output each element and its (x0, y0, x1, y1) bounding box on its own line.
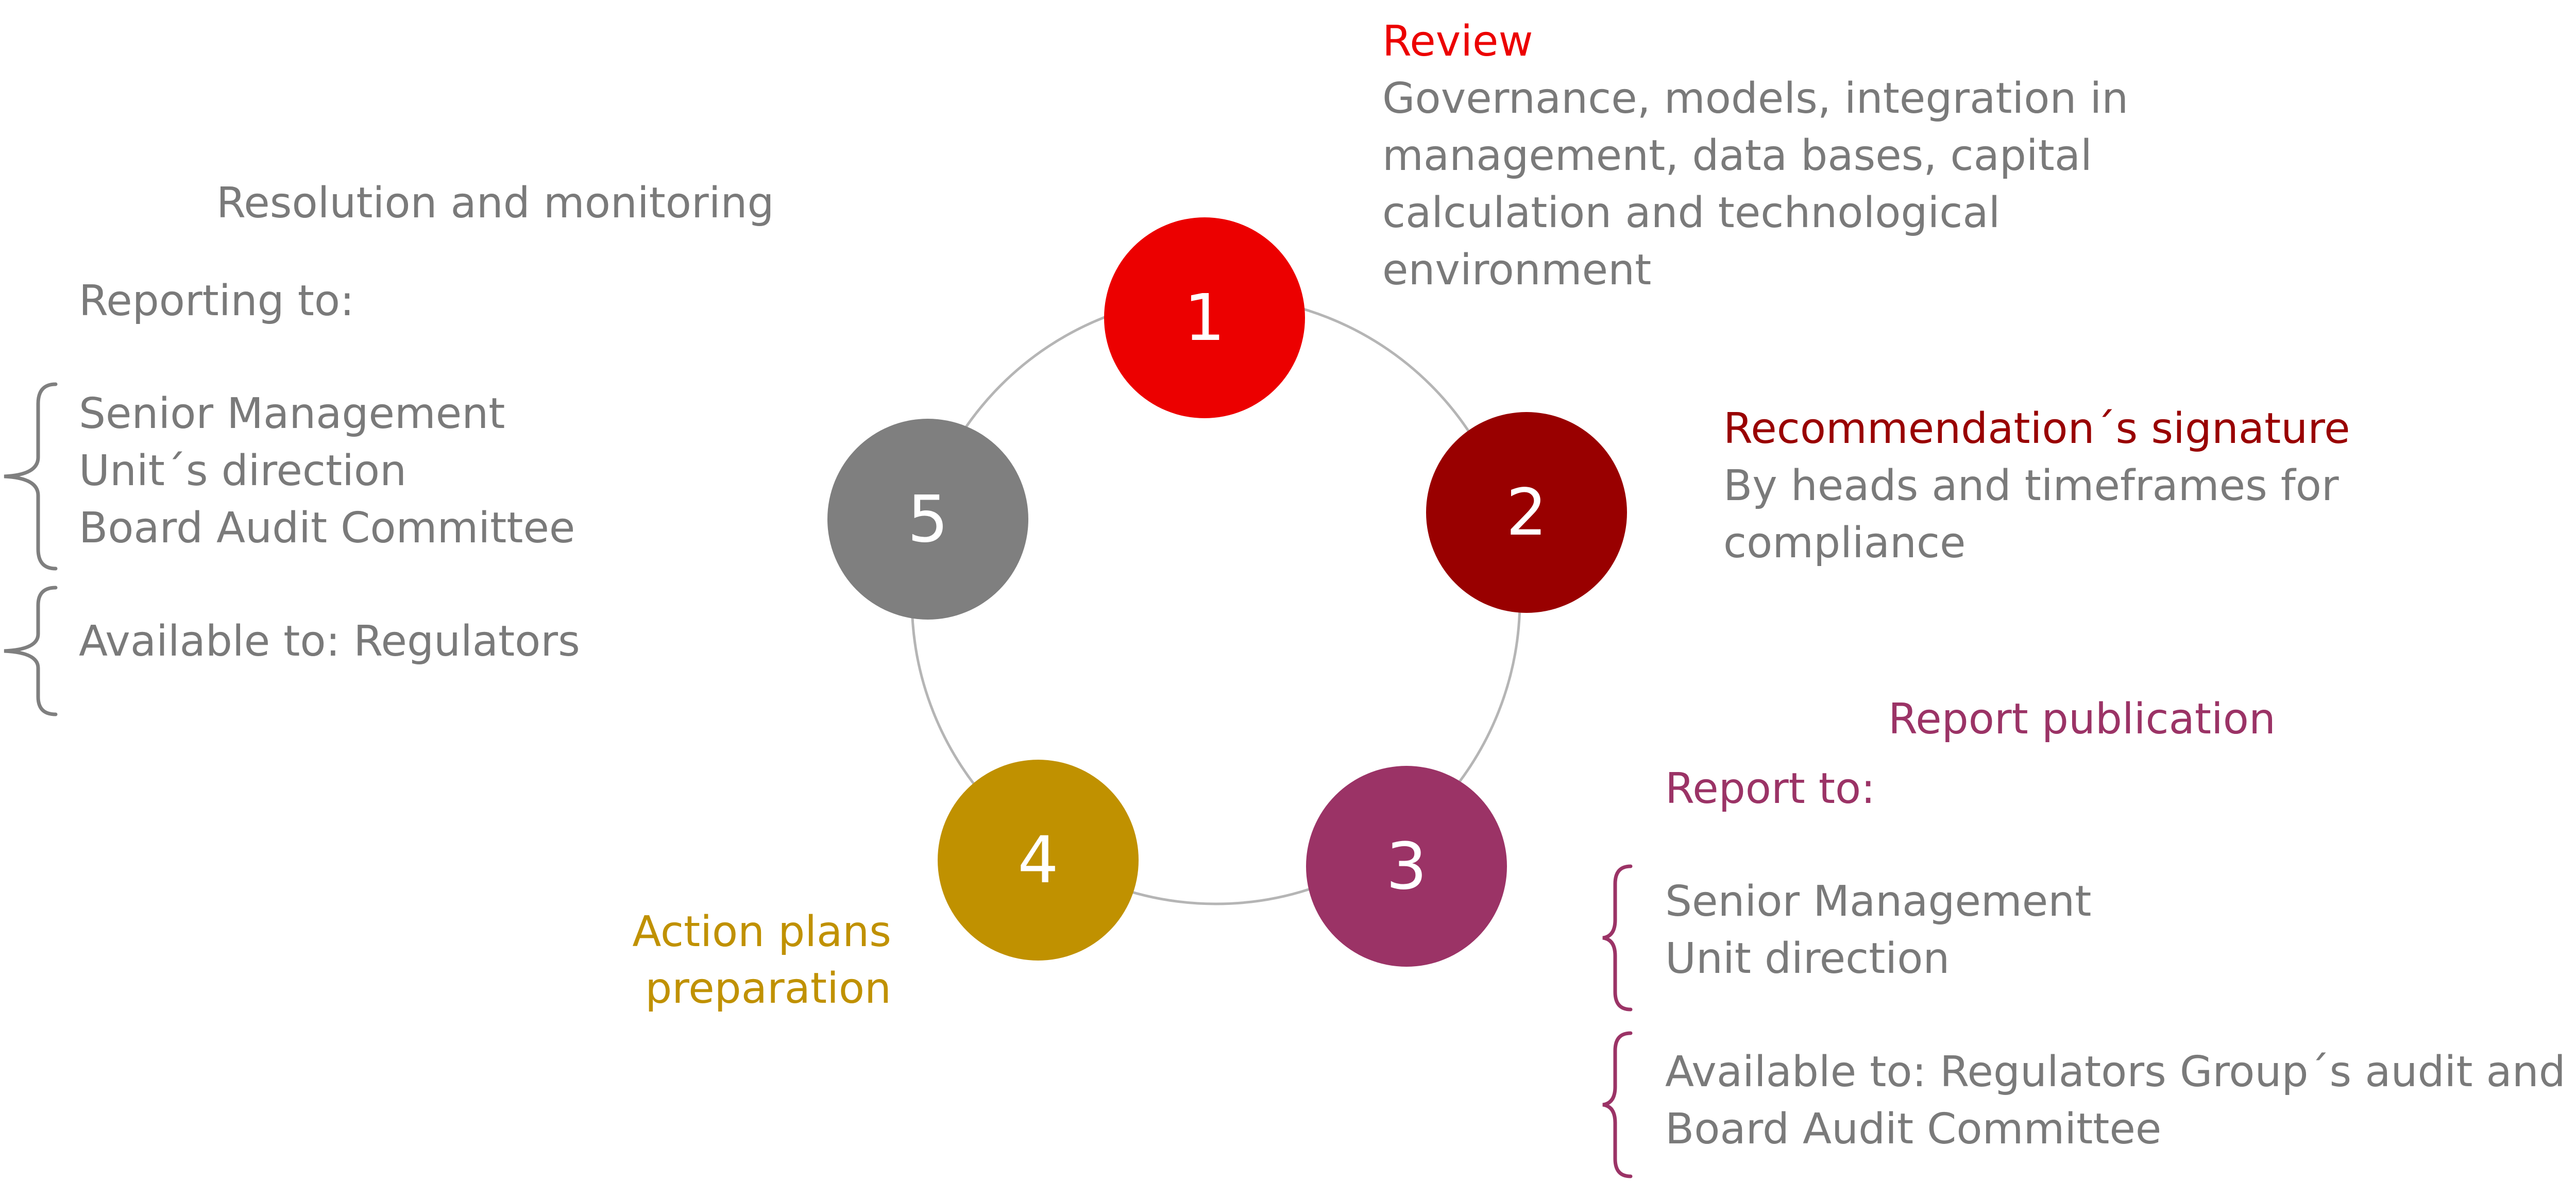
step-2-node: 2 (1426, 412, 1627, 613)
report-group1-brace (1602, 864, 1633, 1012)
action-plans-line: preparation (645, 964, 891, 1013)
review-description: Governance, models, integration in manag… (1382, 70, 2128, 299)
resolution-group1-brace (4, 382, 58, 571)
step-4-node: 4 (938, 760, 1139, 961)
step-5-number: 5 (907, 482, 948, 557)
resolution-title: Resolution and monitoring (216, 179, 774, 228)
step-3-node: 3 (1306, 766, 1507, 967)
step-4-number: 4 (1018, 823, 1059, 898)
step-5-node: 5 (827, 419, 1028, 620)
recommendation-line: compliance (1723, 519, 1966, 568)
step-2-number: 2 (1506, 475, 1547, 550)
report-group2-item: Available to: Regulators Group´s audit a… (1665, 1048, 2566, 1097)
step-1-number: 1 (1184, 280, 1225, 355)
resolution-group2: Available to: Regulators (79, 613, 580, 670)
resolution-group1-item: Unit´s direction (79, 447, 407, 495)
action-plans-line: Action plans (632, 907, 891, 956)
report-group1-item: Senior Management (1665, 877, 2092, 926)
report-group2: Available to: Regulators Group´s audit a… (1665, 1043, 2566, 1158)
step-1-node: 1 (1104, 217, 1305, 418)
resolution-group1: Senior Management Unit´s direction Board… (79, 385, 575, 557)
review-line: Governance, models, integration in (1382, 74, 2129, 123)
review-line: management, data bases, capital (1382, 131, 2092, 180)
step-3-number: 3 (1386, 829, 1427, 904)
recommendation-block: Recommendation´s signature By heads and … (1723, 401, 2350, 572)
review-title: Review (1382, 17, 1533, 66)
review-line: calculation and technological (1382, 189, 2001, 237)
report-group2-item: Board Audit Committee (1665, 1105, 2162, 1154)
recommendation-title: Recommendation´s signature (1723, 404, 2350, 453)
review-line: environment (1382, 246, 1652, 295)
report-to-label: Report to: (1665, 764, 1875, 813)
report-publication-title: Report publication (1888, 695, 2276, 744)
recommendation-description: By heads and timeframes for compliance (1723, 457, 2350, 572)
action-plans-block: Action plans preparation (592, 904, 891, 1017)
report-group2-brace (1602, 1031, 1633, 1178)
resolution-group2-item: Available to: Regulators (79, 617, 580, 666)
recommendation-line: By heads and timeframes for (1723, 461, 2339, 510)
resolution-group1-item: Senior Management (79, 389, 505, 438)
report-group1: Senior Management Unit direction (1665, 873, 2091, 987)
resolution-group2-brace (4, 586, 58, 716)
resolution-group1-item: Board Audit Committee (79, 504, 575, 553)
report-group1-item: Unit direction (1665, 934, 1950, 983)
reporting-to-label: Reporting to: (79, 277, 354, 326)
review-block: Review Governance, models, integration i… (1382, 13, 2128, 299)
